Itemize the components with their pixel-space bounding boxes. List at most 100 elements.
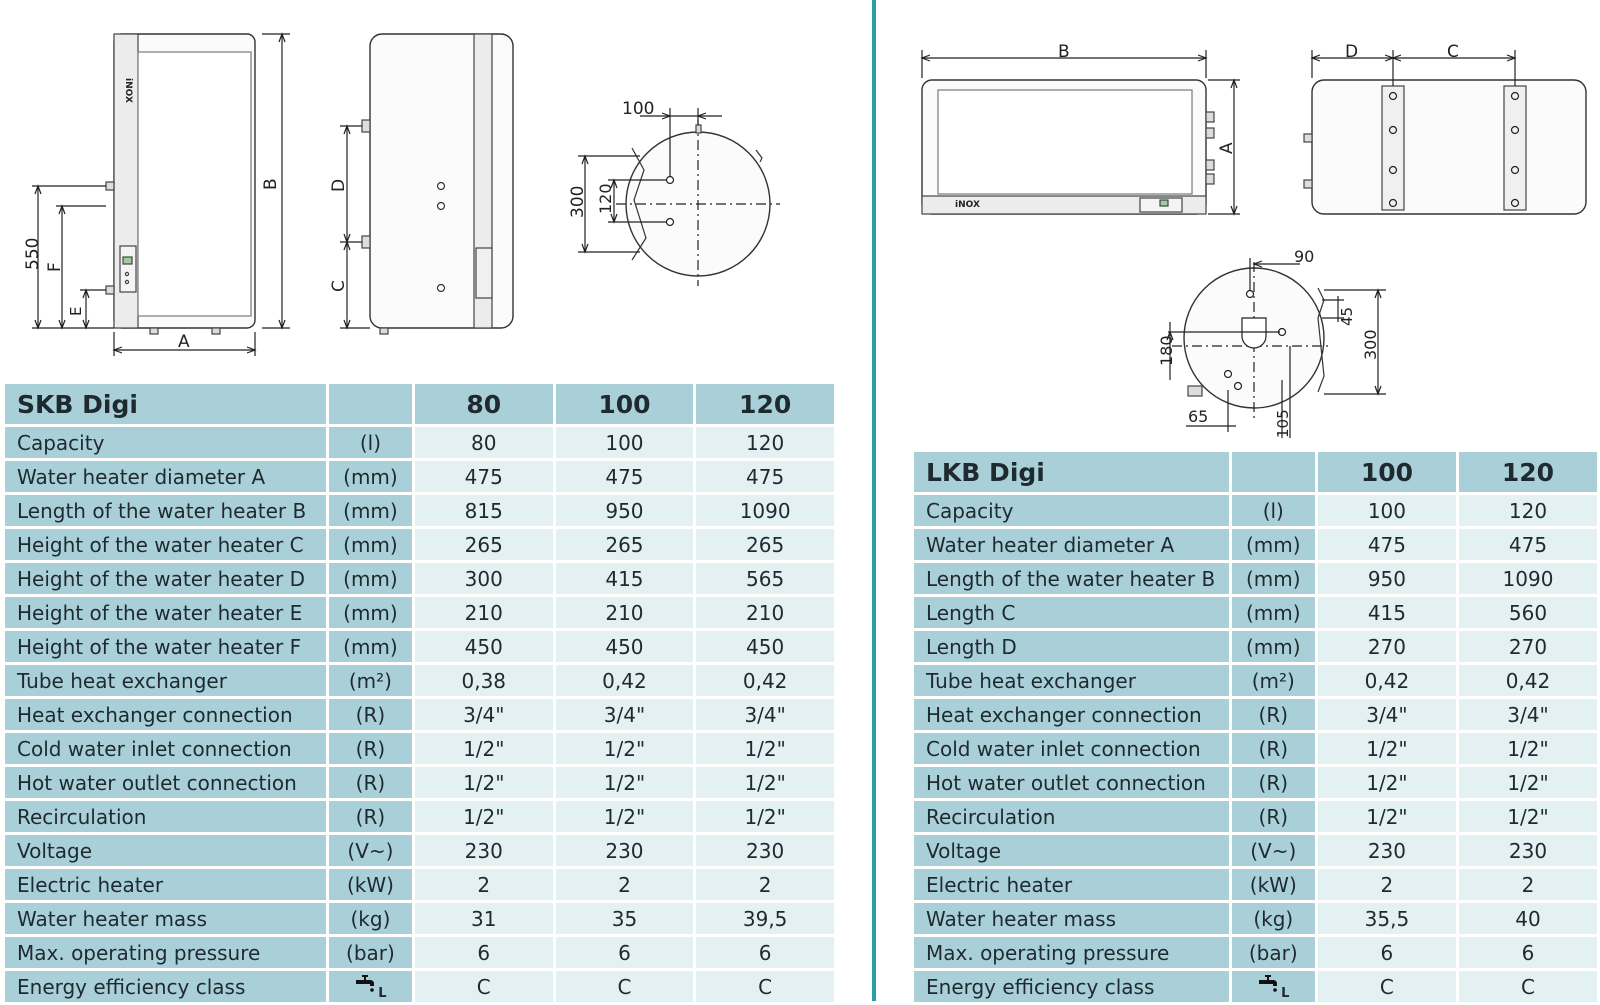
row-unit: (R) [1231, 699, 1315, 730]
row-value: 1/2" [414, 801, 553, 832]
row-value: 1/2" [1317, 801, 1456, 832]
row-value: 475 [555, 461, 694, 492]
row-value: 6 [414, 937, 553, 968]
row-label: Height of the water heater D [5, 563, 326, 594]
row-label: Recirculation [914, 801, 1229, 832]
row-value: 3/4" [696, 699, 834, 730]
row-value: 1/2" [1458, 733, 1597, 764]
row-label: Water heater mass [5, 903, 326, 934]
dim-65-label: 65 [1188, 407, 1208, 426]
lkb-end-view: 90 45 300 180 65 105 [1157, 247, 1386, 438]
row-unit: (kg) [328, 903, 412, 934]
row-unit: (l) [328, 427, 412, 458]
row-value: 40 [1458, 903, 1597, 934]
row-label: Recirculation [5, 801, 326, 832]
dim-A-label: A [1217, 142, 1237, 154]
row-value: 2 [1458, 869, 1597, 900]
row-label: Length C [914, 597, 1229, 628]
tap-icon [1257, 974, 1281, 999]
row-value: 3/4" [1458, 699, 1597, 730]
table-row: Recirculation(R)1/2"1/2"1/2" [5, 801, 834, 832]
dim-C-label: C [1447, 42, 1459, 62]
row-value: C [555, 971, 694, 1002]
row-label: Length D [914, 631, 1229, 662]
row-value: 1/2" [696, 733, 834, 764]
row-value: 2 [555, 869, 694, 900]
row-value: 230 [414, 835, 553, 866]
row-value: 6 [696, 937, 834, 968]
row-value: 0,42 [1458, 665, 1597, 696]
section-divider [872, 0, 876, 1001]
row-value: 35 [555, 903, 694, 934]
row-label: Water heater mass [914, 903, 1229, 934]
row-value: 0,42 [696, 665, 834, 696]
row-unit: (mm) [1231, 563, 1315, 594]
drawings-svg: iNOX B A 550 F E [23, 32, 1587, 438]
dim-D-label: D [329, 179, 349, 192]
row-unit: (R) [1231, 733, 1315, 764]
row-value: 1/2" [1317, 733, 1456, 764]
row-value: 2 [696, 869, 834, 900]
row-value: 230 [1317, 835, 1456, 866]
row-value: 3/4" [1317, 699, 1456, 730]
row-unit: (R) [328, 801, 412, 832]
row-label: Voltage [914, 835, 1229, 866]
table-title: SKB Digi [5, 384, 326, 424]
row-label: Max. operating pressure [914, 937, 1229, 968]
dim-90-label: 90 [1294, 247, 1314, 266]
row-label: Energy efficiency class [5, 971, 326, 1002]
row-label: Length of the water heater B [914, 563, 1229, 594]
row-label: Tube heat exchanger [914, 665, 1229, 696]
row-unit: (l) [1231, 495, 1315, 526]
row-unit: (R) [1231, 767, 1315, 798]
row-value: 2 [1317, 869, 1456, 900]
skb-side-view: D C [329, 33, 514, 335]
row-value: C [1458, 971, 1597, 1002]
row-unit: (mm) [328, 631, 412, 662]
row-value: 1/2" [414, 767, 553, 798]
row-unit: (kW) [328, 869, 412, 900]
row-value: 475 [1458, 529, 1597, 560]
row-value: C [696, 971, 834, 1002]
dim-180-label: 180 [1157, 335, 1176, 366]
tap-icon [354, 974, 378, 999]
row-label: Electric heater [914, 869, 1229, 900]
column-header: 120 [696, 384, 834, 424]
table-row: Hot water outlet connection(R)1/2"1/2"1/… [5, 767, 834, 798]
row-value: 210 [696, 597, 834, 628]
row-value: 0,42 [555, 665, 694, 696]
dim-300-label: 300 [1361, 329, 1380, 360]
row-value: 450 [414, 631, 553, 662]
table-row: Hot water outlet connection(R)1/2"1/2" [914, 767, 1597, 798]
row-unit: (R) [328, 767, 412, 798]
row-value: 415 [555, 563, 694, 594]
row-label: Water heater diameter A [5, 461, 326, 492]
dim-B-label: B [261, 178, 281, 190]
row-value: 950 [555, 495, 694, 526]
row-label: Tube heat exchanger [5, 665, 326, 696]
row-label: Hot water outlet connection [5, 767, 326, 798]
row-unit: (R) [328, 733, 412, 764]
row-unit: (mm) [328, 495, 412, 526]
row-value: 415 [1317, 597, 1456, 628]
row-label: Energy efficiency class [914, 971, 1229, 1002]
row-value: 120 [1458, 495, 1597, 526]
row-value: 100 [1317, 495, 1456, 526]
table-header-row: LKB Digi 100 120 [914, 452, 1597, 492]
row-value: 1/2" [555, 801, 694, 832]
row-value: 230 [555, 835, 694, 866]
row-unit: (V~) [1231, 835, 1315, 866]
row-label: Cold water inlet connection [914, 733, 1229, 764]
brand-mark: iNOX [955, 200, 980, 210]
row-unit: (mm) [328, 529, 412, 560]
